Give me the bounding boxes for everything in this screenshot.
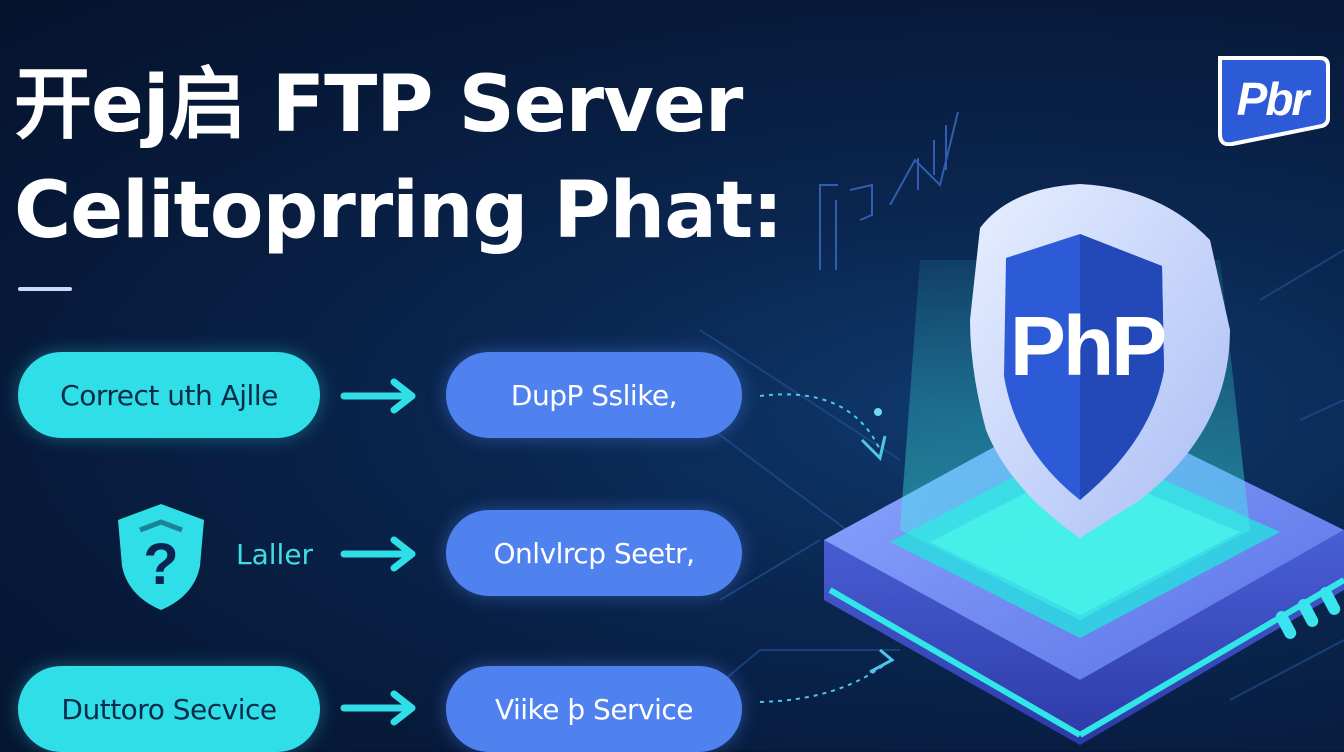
flow-step-onlvlrcp-seetr[interactable]: Onlvlrcp Seetr, — [446, 510, 742, 596]
arrow-right-icon — [340, 378, 416, 414]
flow-step-label: Duttoro Secvice — [61, 692, 277, 726]
flow-step-viike-service[interactable]: Viike þ Service — [446, 666, 742, 752]
php-badge-text: PhP — [1009, 299, 1167, 393]
page-title-line-2: Celitoprring Phat: — [14, 166, 783, 256]
flow-step-label-laller: Laller — [236, 538, 314, 571]
arrow-right-icon — [340, 690, 416, 726]
brand-logo: Pbr — [1212, 52, 1332, 147]
flow-step-label: DupP Sslike, — [510, 378, 678, 412]
logo-badge-icon — [1218, 56, 1330, 147]
flow-step-duttoro-service[interactable]: Duttoro Secvice — [18, 666, 320, 752]
arrow-right-icon — [340, 536, 416, 572]
flow-step-label: Viike þ Service — [494, 692, 694, 726]
flow-step-correct-auth[interactable]: Correct uth Ajlle — [18, 352, 320, 438]
logo-text: Pbr — [1236, 73, 1310, 125]
title-underline — [18, 287, 72, 291]
flow-step-label: Onlvlrcp Seetr, — [493, 536, 696, 570]
flow-step-label: Correct uth Ajlle — [60, 378, 278, 412]
php-server-illustration — [824, 184, 1344, 745]
flow-step-dupp-sslike[interactable]: DupP Sslike, — [446, 352, 742, 438]
shield-question-icon: ? — [118, 504, 204, 610]
page-title-line-1: 开ej启 FTP Server — [14, 60, 743, 150]
svg-text:?: ? — [143, 532, 178, 597]
